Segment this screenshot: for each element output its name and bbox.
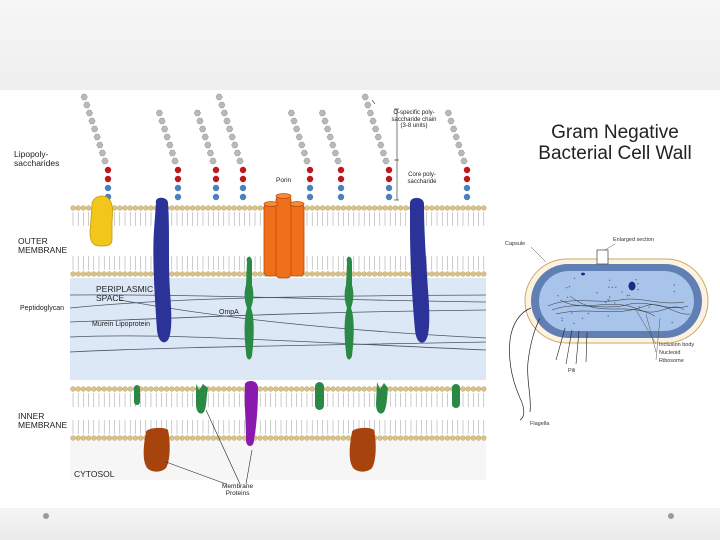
label-ribosome: Ribosome [659,358,684,364]
label-pili: Pili [568,368,576,374]
nucleoid-strands [547,295,691,317]
inner-membrane-proteins [134,381,460,472]
label-inclusion-body: Inclusion body [659,342,695,348]
pili-lines [555,327,588,365]
flagella [509,307,541,421]
footer-dot-right [668,513,674,519]
label-core-polysaccharide: Core poly- saccharide [407,172,437,185]
title-line-1: Gram Negative [551,122,679,143]
cytosol-region [70,440,486,480]
label-nucleoid: Nucleoid [659,350,681,356]
label-murein-lipoprotein: Murein Lipoprotein [92,321,150,328]
label-enlarged-section: Enlarged section [613,237,654,243]
label-ompa: OmpA [219,309,239,316]
label-flagella: Flagella [530,421,550,427]
label-inner-membrane: INNER MEMBRANE [18,411,68,431]
cell-leader-lines [530,243,661,361]
slide-footer-band [0,508,720,540]
porin-protein [263,193,305,279]
title-line-2: Bacterial Cell Wall [538,143,692,165]
cell-cytoplasm [539,271,694,331]
label-membrane-proteins: Membrane Proteins [222,483,254,498]
leader-lines [165,99,399,485]
label-porin: Porin [276,177,292,184]
label-capsule: Capsule [505,241,526,247]
slide-header-band [0,0,720,90]
label-lipopolysaccharides: Lipopoly- saccharides [14,149,60,169]
bacterial-cell-illustration [509,243,709,421]
label-cytosol: CYTOSOL [74,469,115,479]
footer-dot-left [43,513,49,519]
label-periplasmic-space: PERIPLASMIC SPACE [96,284,154,304]
enlarged-section-box [596,249,609,265]
slide-title: Gram Negative Bacterial Cell Wall [515,122,715,165]
lipid-bilayers [70,205,487,441]
blue-transmembrane-protein-1 [153,197,172,343]
ompa-proteins [244,256,354,360]
lipopolysaccharide-chains [80,93,471,201]
ribosome-dots [557,277,675,324]
label-outer-membrane: OUTER MEMBRANE [18,236,68,256]
blue-transmembrane-protein-2 [410,197,430,343]
label-o-specific-chain: O-specific poly- saccharide chain (3-8 u… [391,110,437,130]
inclusion-body [628,281,636,291]
yellow-protein [89,195,113,247]
label-peptidoglycan: Peptidoglycan [20,305,64,312]
